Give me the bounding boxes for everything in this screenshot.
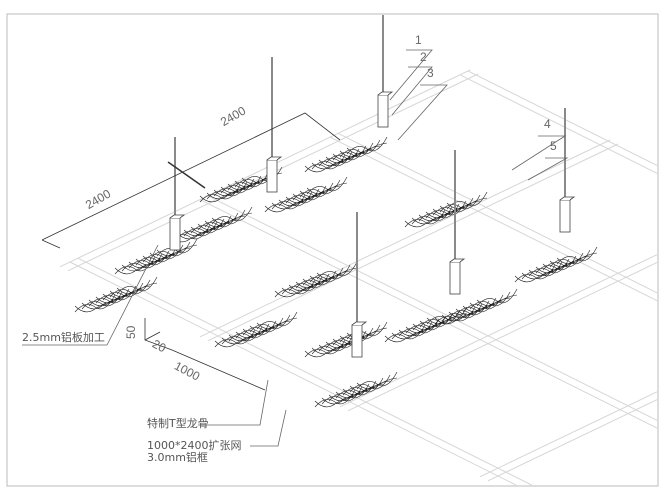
- main-beam: [69, 261, 517, 486]
- leader-keel: [198, 379, 269, 426]
- hanger-bracket: [449, 261, 461, 295]
- hanger-top: [449, 258, 466, 263]
- callout-4: 4: [544, 117, 551, 131]
- leader-mesh: [250, 409, 287, 447]
- hanger-bracket: [377, 94, 389, 128]
- hanger-top: [351, 321, 368, 326]
- label-keel: 特制T型龙骨: [147, 417, 209, 430]
- leader-5: [527, 157, 569, 181]
- mesh-panel: [74, 276, 158, 313]
- leader-2: [391, 66, 433, 116]
- main-beam: [337, 132, 658, 294]
- dimension-line-2400: [41, 112, 341, 241]
- dimension-line-1000: [144, 318, 266, 391]
- hanger-bracket: [169, 217, 181, 251]
- label-mesh: 1000*2400扩张网: [147, 439, 242, 452]
- cross-beam: [347, 262, 658, 412]
- cross-beam: [199, 139, 611, 338]
- cross-beam: [487, 399, 658, 482]
- label-panel: 2.5mm铝板加工: [22, 331, 105, 344]
- dimension-height: 50: [124, 325, 138, 339]
- mesh-panel: [304, 321, 388, 358]
- hanger-top: [266, 156, 283, 161]
- hanger-bracket: [266, 159, 278, 193]
- dimension-tick: [41, 239, 61, 249]
- hanger-top: [169, 214, 186, 219]
- hanger-bracket: [559, 199, 571, 233]
- dimension-lines: [22, 49, 569, 447]
- main-beam: [77, 257, 532, 486]
- mesh-panel: [264, 176, 348, 213]
- label-frame: 3.0mm铝框: [147, 451, 208, 464]
- callout-3: 3: [427, 66, 434, 80]
- leader-1: [389, 49, 433, 101]
- leader-4: [511, 135, 567, 171]
- mesh-panel: [114, 238, 198, 275]
- callout-2: 2: [420, 50, 427, 64]
- main-beam: [199, 199, 658, 429]
- main-beam: [329, 136, 658, 302]
- mesh-panel: [404, 191, 488, 228]
- hanger-clip-icon: [167, 161, 206, 189]
- cross-beam: [479, 391, 658, 478]
- leader-panel: [22, 244, 159, 346]
- main-beam: [467, 70, 658, 166]
- dimension-tick: [144, 331, 161, 341]
- callout-1: 1: [415, 33, 422, 47]
- hanger-top: [559, 196, 576, 201]
- mesh-panel: [514, 246, 598, 283]
- leader-3: [397, 84, 448, 141]
- hanger-bracket: [351, 324, 363, 358]
- drawing-frame: [6, 13, 659, 487]
- main-beam: [207, 195, 658, 421]
- suspension-rods: [169, 15, 576, 358]
- mesh-panel: [169, 206, 253, 243]
- cross-beam: [207, 143, 619, 342]
- main-beam: [459, 74, 658, 174]
- callout-5: 5: [550, 139, 557, 153]
- mesh-panel: [214, 311, 298, 348]
- mesh-panel: [274, 261, 358, 298]
- mesh-panel: [199, 166, 283, 203]
- expanded-mesh-panels: [74, 136, 598, 408]
- mesh-panel: [314, 371, 398, 408]
- hanger-top: [377, 91, 394, 96]
- cross-beam: [339, 254, 658, 408]
- mesh-panel: [304, 136, 388, 173]
- mesh-panel: [434, 288, 518, 325]
- t-keel-grid: [59, 69, 658, 486]
